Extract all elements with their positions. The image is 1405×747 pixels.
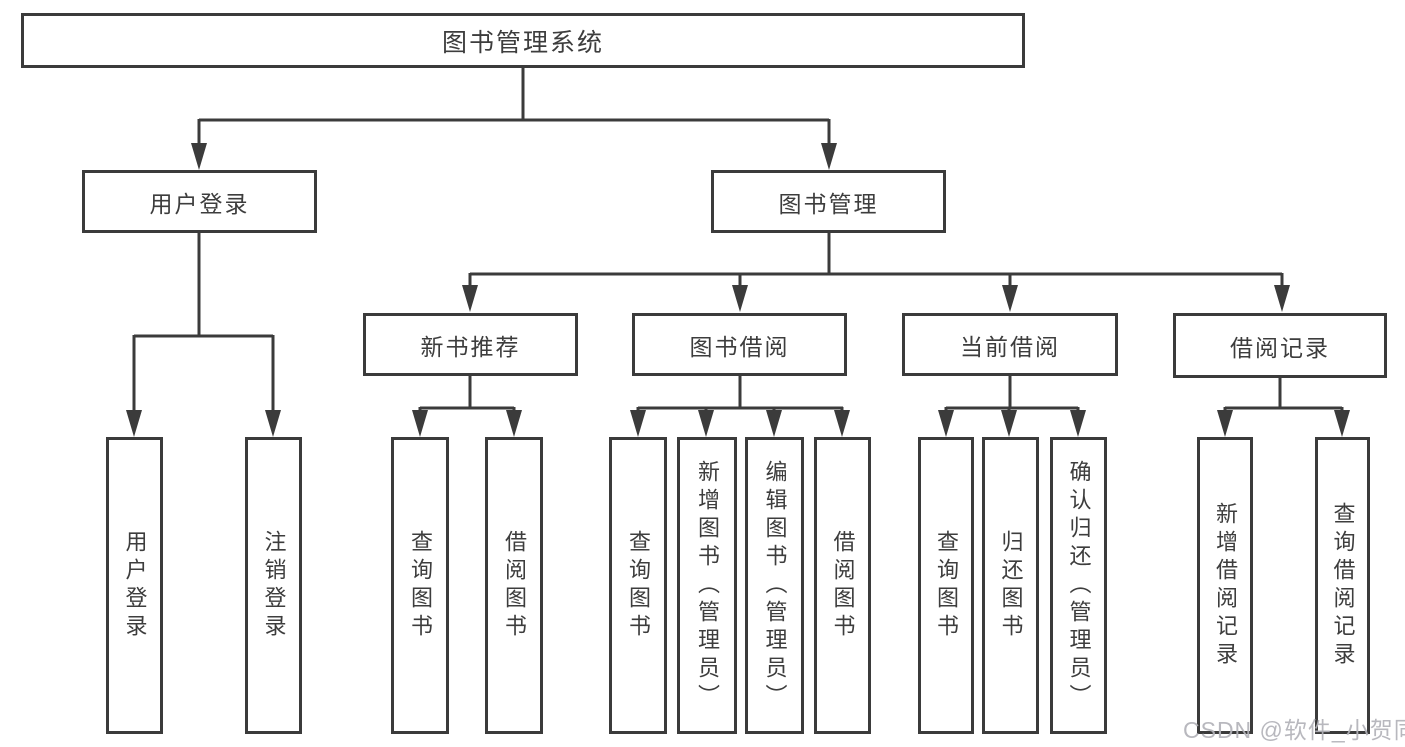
leaf-borrow-borrow-books-label: 借阅图书 [830,529,856,642]
leaf-borrow-edit-book-admin-label: 编辑图书（管理员） [762,459,788,712]
leaf-current-query-books: 查询图书 [918,437,974,734]
watermark: CSDN @软件_小贺同学 [1183,717,1405,743]
leaf-records-query-record: 查询借阅记录 [1315,437,1370,734]
connector-current-to-leaves [944,376,1080,414]
connector-newbook-to-leaves [418,375,516,414]
node-book-borrow-label: 图书借阅 [689,333,790,360]
leaf-newbook-query-books: 查询图书 [391,437,449,734]
leaf-user-login: 用户登录 [106,437,163,734]
connector-records-to-leaves [1223,377,1344,414]
leaf-records-add-record-label: 新增借阅记录 [1213,501,1238,670]
leaf-newbook-query-books-label: 查询图书 [408,529,433,642]
leaf-newbook-borrow-books-label: 借阅图书 [502,529,527,642]
node-borrow-records-label: 借阅记录 [1230,334,1330,361]
leaf-borrow-add-book-admin-label: 新增图书（管理员） [695,459,720,712]
connector-root-to-level2 [197,68,831,146]
leaf-user-login-label: 用户登录 [122,529,148,642]
node-user-login-group: 用户登录 [82,170,317,233]
leaf-newbook-borrow-books: 借阅图书 [485,437,543,734]
leaf-borrow-query-books-label: 查询图书 [626,529,651,642]
node-current-borrow-label: 当前借阅 [960,333,1060,360]
node-new-book-recommend: 新书推荐 [363,313,578,376]
node-root-label: 图书管理系统 [441,28,604,57]
leaf-logout: 注销登录 [245,437,302,734]
leaf-current-confirm-return-admin: 确认归还（管理员） [1050,437,1107,734]
node-book-management: 图书管理 [711,170,946,233]
leaf-current-confirm-return-admin-label: 确认归还（管理员） [1066,459,1092,712]
leaf-records-query-record-label: 查询借阅记录 [1330,501,1356,670]
node-root: 图书管理系统 [21,13,1025,68]
leaf-borrow-add-book-admin: 新增图书（管理员） [677,437,737,734]
leaf-records-add-record: 新增借阅记录 [1197,437,1253,734]
leaf-borrow-edit-book-admin: 编辑图书（管理员） [745,437,804,734]
leaf-borrow-borrow-books: 借阅图书 [814,437,871,734]
leaf-current-return-books: 归还图书 [982,437,1039,734]
node-borrow-records: 借阅记录 [1173,313,1387,378]
connector-borrow-to-leaves [636,375,844,414]
leaf-current-return-books-label: 归还图书 [998,529,1024,642]
node-book-management-label: 图书管理 [778,190,879,217]
leaf-current-query-books-label: 查询图书 [934,529,959,642]
connector-bookmgmt-to-level3 [468,232,1284,289]
node-new-book-recommend-label: 新书推荐 [420,333,521,360]
node-user-login-group-label: 用户登录 [149,190,250,217]
leaf-logout-label: 注销登录 [261,529,287,642]
node-book-borrow: 图书借阅 [632,313,847,376]
node-current-borrow: 当前借阅 [902,313,1118,376]
leaf-borrow-query-books: 查询图书 [609,437,667,734]
arrowheads [126,143,1350,437]
connector-userlogin-to-leaves [132,233,275,413]
